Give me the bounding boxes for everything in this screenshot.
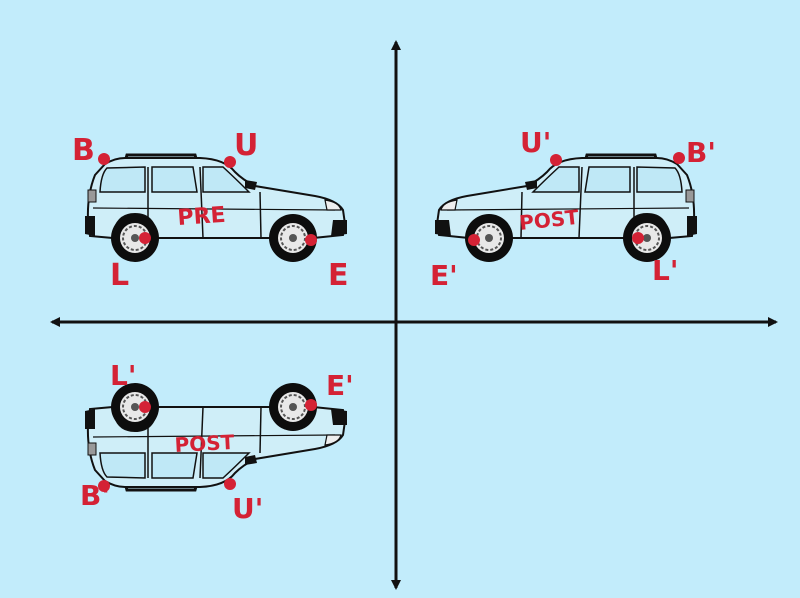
pre-car: PRE B U L E — [72, 128, 349, 293]
pre-label-l: L — [110, 258, 129, 293]
pre-label-b: B — [72, 133, 95, 168]
reflected-label-u: U' — [520, 126, 551, 159]
reflected-point-e — [468, 234, 480, 246]
flipped-word: POST — [174, 430, 235, 457]
pre-point-l — [139, 232, 151, 244]
pre-word: PRE — [177, 203, 227, 231]
pre-point-u — [224, 156, 236, 168]
reflected-car: POST U' B' E' L' — [430, 126, 716, 292]
flipped-point-l — [139, 401, 151, 413]
flipped-label-e: E' — [326, 369, 354, 402]
pre-label-u: U — [234, 128, 258, 163]
pre-point-e — [305, 234, 317, 246]
reflected-point-l — [632, 232, 644, 244]
reflected-label-b: B' — [686, 136, 716, 169]
pre-label-e: E — [328, 258, 349, 293]
flipped-label-l: L' — [110, 359, 136, 392]
flipped-label-b: B' — [80, 479, 110, 512]
flipped-label-u: U' — [232, 492, 263, 525]
flipped-point-u — [224, 478, 236, 490]
flipped-car: POST L' E' B' U' — [80, 359, 354, 525]
reflected-point-b — [673, 152, 685, 164]
reflected-point-u — [550, 154, 562, 166]
flipped-point-e — [305, 399, 317, 411]
reflected-label-l: L' — [652, 254, 678, 287]
flipped-point-b — [98, 480, 110, 492]
reflected-label-e: E' — [430, 259, 458, 292]
pre-point-b — [98, 153, 110, 165]
